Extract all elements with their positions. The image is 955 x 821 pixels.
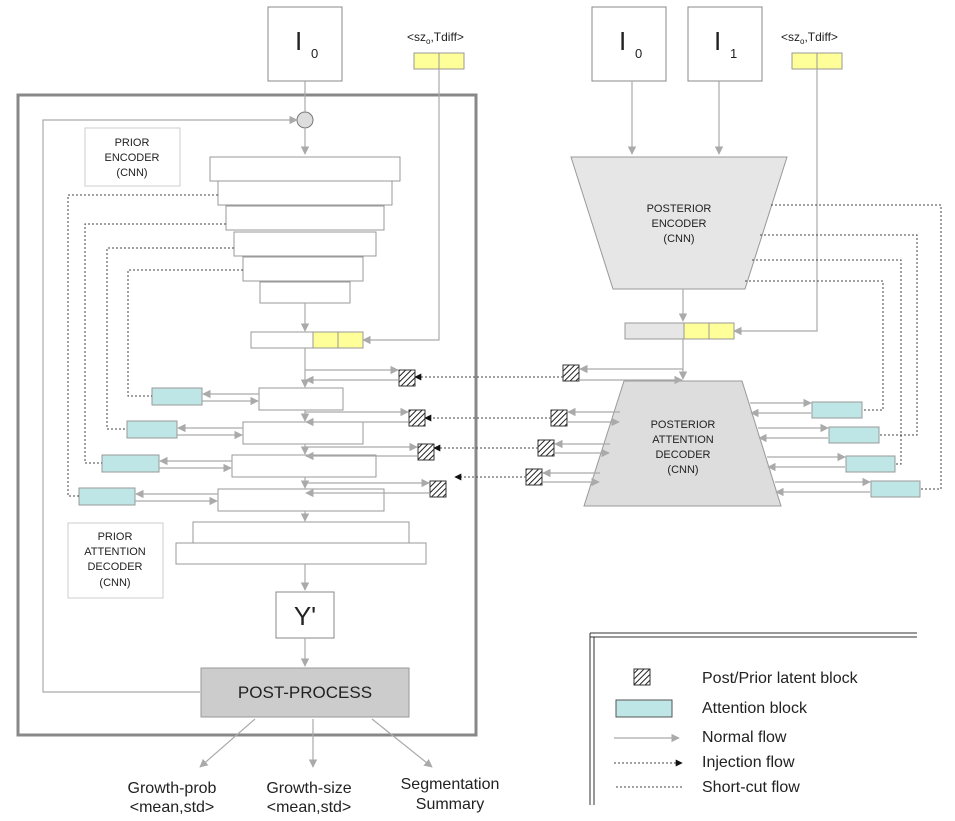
prior-shortcut-lines: [67, 194, 243, 497]
posterior-input-image-1: I 1: [687, 6, 763, 82]
svg-text:Growth-size: Growth-size: [266, 780, 351, 797]
posterior-attention-decoder: POSTERIOR ATTENTION DECODER (CNN): [583, 380, 782, 507]
prior-encoder-label: PRIOR ENCODER (CNN): [84, 127, 181, 187]
legend-injection-label: Injection flow: [702, 754, 795, 771]
svg-text:Segmentation: Segmentation: [401, 776, 500, 793]
output-growth-size: Growth-size <mean,std>: [266, 780, 351, 816]
svg-text:ENCODER: ENCODER: [104, 152, 159, 164]
prior-latent-blocks: [398, 369, 447, 498]
svg-text:Growth-prob: Growth-prob: [128, 780, 217, 797]
svg-text:ATTENTION: ATTENTION: [84, 546, 146, 558]
prior-input-image: I 0: [267, 6, 343, 82]
svg-text:(CNN): (CNN): [667, 464, 698, 476]
prior-network-frame: [16, 93, 478, 737]
svg-text:Summary: Summary: [416, 796, 484, 813]
posterior-condition-vector: <szo,Tdiff>: [781, 30, 843, 70]
output-segmentation-summary: Segmentation Summary: [401, 776, 500, 813]
svg-text:PRIOR: PRIOR: [98, 531, 133, 543]
prior-condition-vector: <szo,Tdiff>: [407, 30, 465, 70]
output-growth-prob: Growth-prob <mean,std>: [128, 780, 217, 816]
svg-text:POSTERIOR: POSTERIOR: [647, 203, 712, 215]
svg-text:DECODER: DECODER: [655, 449, 710, 461]
feedback-loop-line: [42, 115, 298, 693]
svg-text:0: 0: [311, 46, 318, 61]
svg-text:DECODER: DECODER: [87, 561, 142, 573]
posterior-shortcut-lines: [745, 204, 942, 490]
legend-attention-label: Attention block: [702, 700, 808, 717]
svg-text:I: I: [714, 26, 721, 56]
posterior-attention-blocks: [811, 401, 921, 498]
prior-latent-bar: [250, 331, 364, 349]
svg-text:I: I: [619, 26, 626, 56]
posterior-latent-bar: [624, 322, 735, 340]
prior-attention-blocks: [78, 387, 203, 506]
merge-node: [296, 111, 314, 129]
prior-encoder-stack: [209, 156, 401, 304]
posterior-input-image-0: I 0: [591, 6, 667, 82]
svg-text:<mean,std>: <mean,std>: [130, 799, 215, 816]
posterior-encoder: POSTERIOR ENCODER (CNN): [570, 156, 788, 290]
svg-text:POST-PROCESS: POST-PROCESS: [238, 683, 372, 702]
svg-text:PRIOR: PRIOR: [115, 137, 150, 149]
svg-text:POSTERIOR: POSTERIOR: [651, 419, 716, 431]
legend: Post/Prior latent block Attention block …: [589, 632, 917, 805]
svg-text:0: 0: [635, 46, 642, 61]
svg-text:(CNN): (CNN): [116, 167, 147, 179]
svg-text:Y': Y': [294, 601, 316, 631]
svg-text:I: I: [295, 26, 302, 56]
svg-text:(CNN): (CNN): [99, 577, 130, 589]
legend-latent-label: Post/Prior latent block: [702, 670, 859, 687]
legend-shortcut-label: Short-cut flow: [702, 779, 800, 796]
posterior-latent-blocks: [525, 364, 580, 486]
svg-text:<szo,Tdiff>: <szo,Tdiff>: [407, 30, 464, 46]
svg-text:1: 1: [730, 46, 737, 61]
prior-decoder-stack: [175, 387, 427, 565]
injection-flow-lines: [414, 373, 563, 481]
svg-text:ATTENTION: ATTENTION: [652, 434, 714, 446]
svg-text:<mean,std>: <mean,std>: [267, 799, 352, 816]
prior-decoder-label: PRIOR ATTENTION DECODER (CNN): [67, 522, 164, 599]
svg-text:<szo,Tdiff>: <szo,Tdiff>: [781, 30, 838, 46]
svg-text:(CNN): (CNN): [663, 233, 694, 245]
legend-attention-swatch: [615, 699, 673, 718]
legend-normal-label: Normal flow: [702, 729, 787, 746]
post-process-box: POST-PROCESS: [200, 667, 410, 718]
legend-latent-swatch: [633, 668, 651, 686]
prediction-output-box: Y': [275, 591, 335, 639]
svg-text:ENCODER: ENCODER: [651, 218, 706, 230]
